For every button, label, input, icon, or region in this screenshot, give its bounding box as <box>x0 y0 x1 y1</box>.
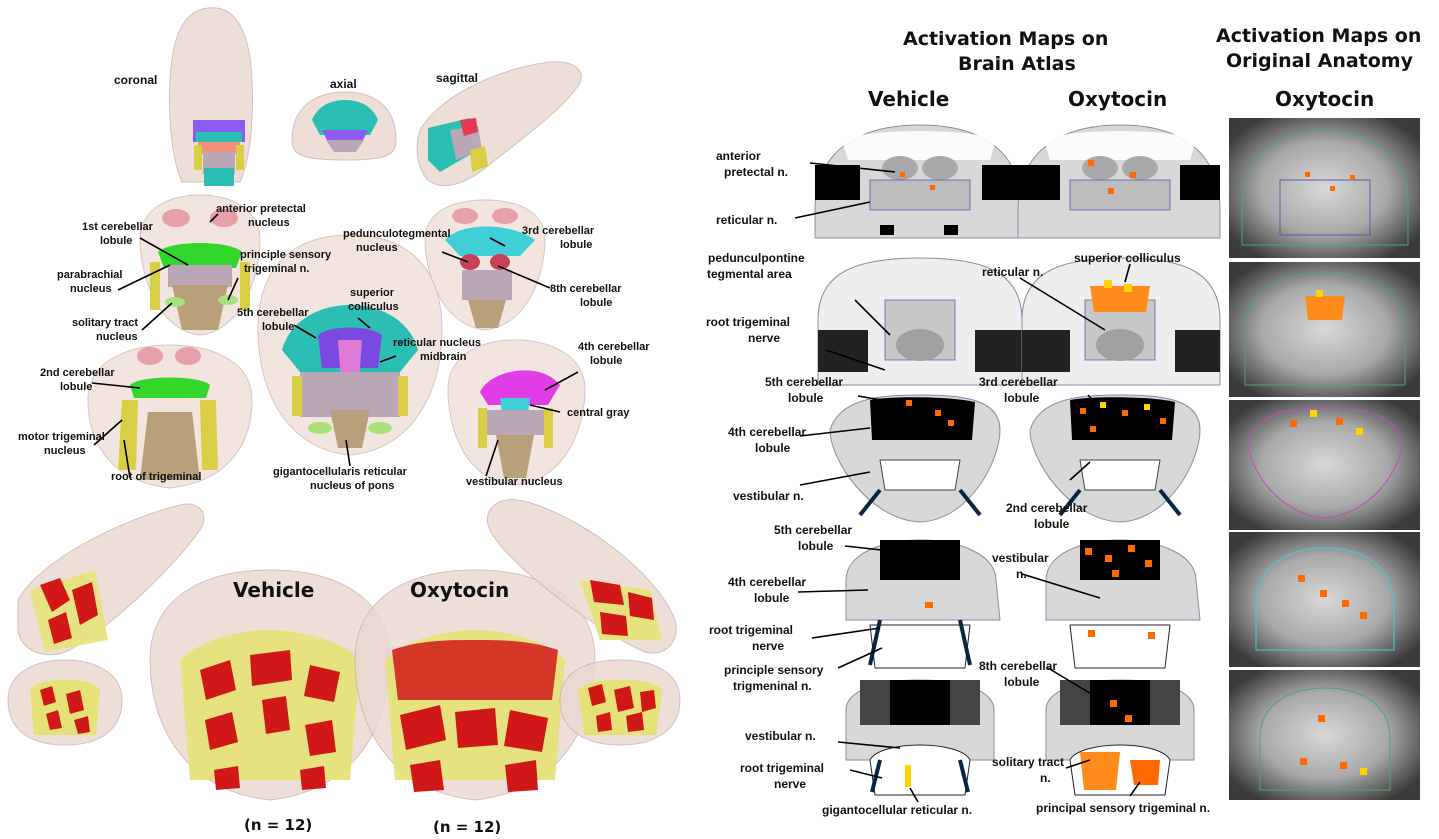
atlas-slice-oxytocin-2 <box>1021 257 1221 386</box>
atlas-slice-vehicle-3 <box>829 394 1001 523</box>
column-oxytocin: Oxytocin <box>1068 87 1167 111</box>
atlas-slice-oxytocin-5 <box>1045 679 1195 796</box>
mri-slice-1 <box>1229 118 1420 258</box>
atlas-slice-vehicle-1 <box>814 124 1023 239</box>
atlas-slice-vehicle-4 <box>845 539 1001 669</box>
brain-coronal-view <box>169 7 253 186</box>
activation-maps-panel: Activation Maps on Brain Atlas Activatio… <box>706 25 1428 817</box>
right-leader-lines <box>794 162 1141 803</box>
mri-slice-5 <box>1229 670 1420 800</box>
structures-brain-c <box>87 344 253 489</box>
mri-slice-4 <box>1229 532 1420 667</box>
left-leader-lines <box>91 213 579 479</box>
header-brain-atlas: Activation Maps on Brain Atlas <box>903 28 1115 75</box>
column-oxytocin-anatomy: Oxytocin <box>1275 87 1374 111</box>
column-vehicle: Vehicle <box>868 87 949 111</box>
label-axial: axial <box>330 77 357 91</box>
oxytocin-coronal-render <box>354 569 596 801</box>
atlas-slice-oxytocin-1 <box>1017 124 1221 239</box>
vehicle-coronal-render <box>149 569 391 801</box>
annot-vestibular-1: vestibular n. <box>733 489 804 503</box>
mri-slice-2 <box>1229 262 1420 397</box>
atlas-slice-oxytocin-3 <box>1029 394 1201 523</box>
oxytocin-axial-render <box>559 659 681 746</box>
annot-reticular-1: reticular n. <box>716 213 777 227</box>
annot-superior-colliculus: superior colliculus <box>1074 251 1181 265</box>
oxytocin-sagittal-render <box>486 499 677 654</box>
vehicle-sagittal-render <box>17 503 205 656</box>
label-coronal: coronal <box>114 73 157 87</box>
structures-brain-center <box>257 234 443 456</box>
atlas-slice-vehicle-2 <box>817 257 1023 386</box>
atlas-slice-oxytocin-4 <box>1045 539 1201 669</box>
label-root-of-trigeminal: root of trigeminal <box>111 471 201 483</box>
vehicle-title: Vehicle <box>233 578 314 602</box>
atlas-slice-vehicle-5 <box>845 679 995 796</box>
vehicle-axial-render <box>7 659 123 746</box>
header-original-anatomy: Activation Maps on Original Anatomy <box>1216 25 1428 72</box>
brain-sagittal-view <box>416 61 582 187</box>
label-sagittal: sagittal <box>436 71 478 85</box>
structures-brain-a <box>139 194 261 336</box>
annot-reticular-2: reticular n. <box>982 265 1043 279</box>
annot-gigantocellular: gigantocellular reticular n. <box>822 803 972 817</box>
oxytocin-title: Oxytocin <box>410 578 509 602</box>
structures-brain-d <box>447 339 586 486</box>
label-central-gray: central gray <box>567 407 630 419</box>
annot-principal-sensory: principal sensory trigeminal n. <box>1036 801 1210 815</box>
structures-brain-b <box>424 199 546 331</box>
label-vestibular-nucleus: vestibular nucleus <box>466 476 563 488</box>
vehicle-n-count: (n = 12) <box>244 816 312 834</box>
annot-vestibular-3: vestibular n. <box>745 729 816 743</box>
oxytocin-n-count: (n = 12) <box>433 818 501 836</box>
brain-axial-view <box>291 91 397 161</box>
atlas-3d-panel: coronal axial sagittal <box>7 7 681 836</box>
mri-slice-3 <box>1229 400 1420 530</box>
